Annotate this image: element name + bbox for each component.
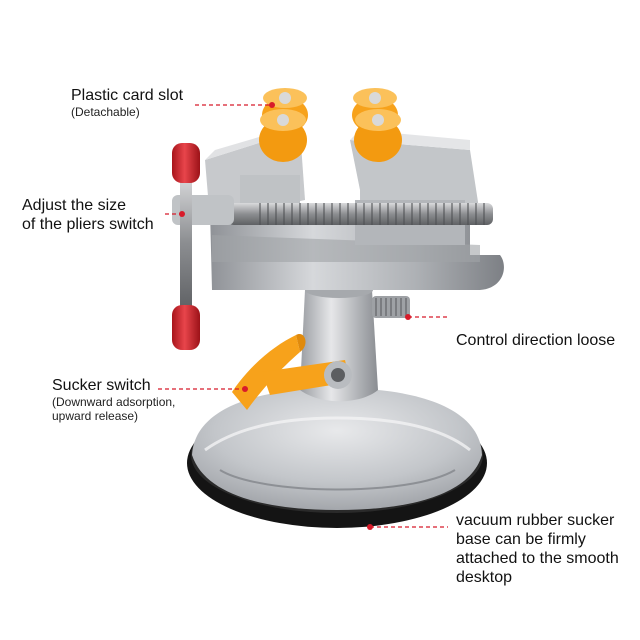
- sucker-lever: [232, 333, 352, 410]
- sucker-switch-note2: upward release): [52, 409, 139, 423]
- adjust-label-line2: of the pliers switch: [22, 216, 154, 233]
- sucker-switch-note1: (Downward adsorption,: [52, 395, 176, 409]
- card-slot-note: (Detachable): [71, 105, 140, 119]
- base-label-line2: base can be firmly: [456, 531, 586, 548]
- handle-cap-bottom: [172, 305, 200, 350]
- control-direction-label: Control direction loose: [456, 332, 616, 349]
- handle-cap-top: [172, 143, 200, 183]
- sucker-switch-label: Sucker switch: [52, 377, 151, 394]
- base-label-line1: vacuum rubber sucker: [456, 512, 615, 529]
- pad-left-front: [259, 109, 307, 162]
- adjust-label-line1: Adjust the size: [22, 197, 127, 214]
- base-label-line3: attached to the smooth: [456, 550, 619, 567]
- card-slot-label: Plastic card slot: [71, 87, 184, 104]
- base-label-line4: desktop: [456, 569, 513, 586]
- suction-base: [187, 388, 487, 528]
- lead-screw: [228, 203, 493, 225]
- leader-lines: [158, 102, 450, 530]
- pad-right-front: [354, 109, 402, 162]
- vise-body: [205, 125, 504, 290]
- suction-cup: [192, 388, 482, 510]
- card-slot-pads: [259, 88, 402, 162]
- vise-handle: [172, 143, 234, 350]
